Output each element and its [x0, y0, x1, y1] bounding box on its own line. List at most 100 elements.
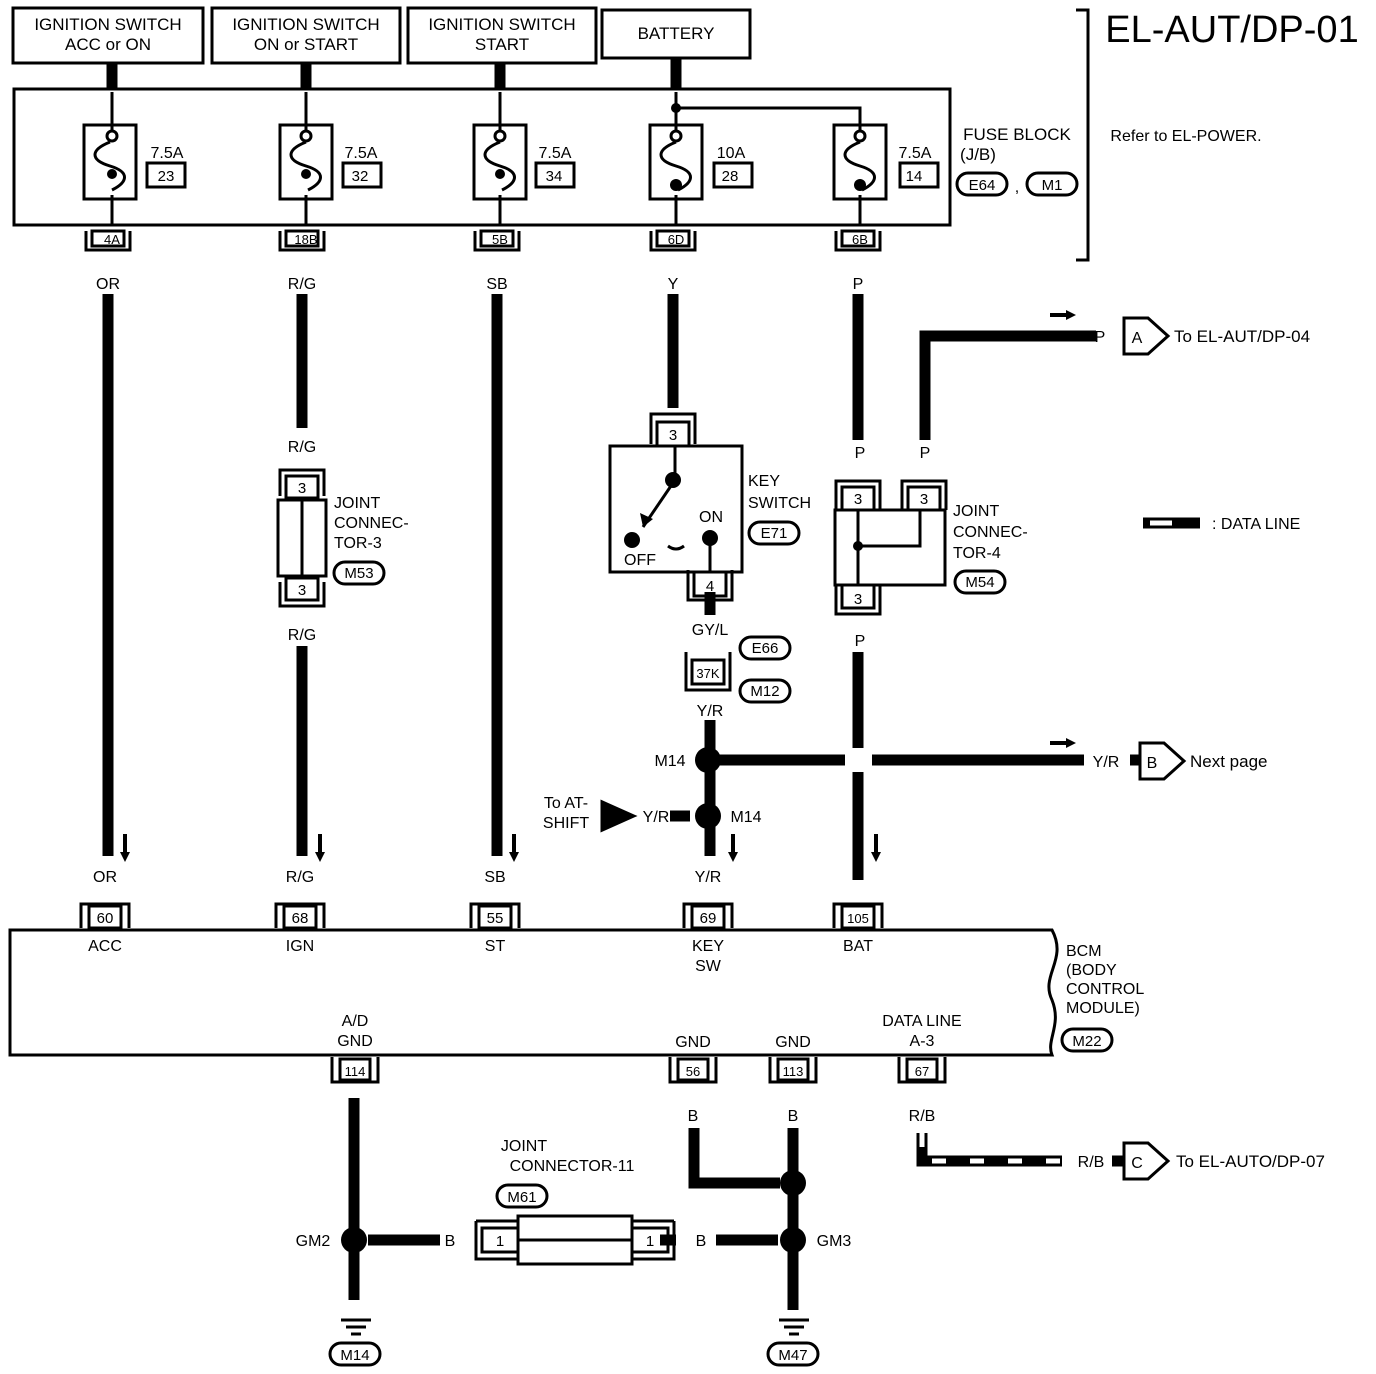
- fuse-squiggle: [483, 140, 516, 192]
- fuse-squiggle: [843, 140, 876, 192]
- terminal-number: 3: [298, 480, 306, 497]
- switch-position-label: OFF: [624, 552, 656, 569]
- terminal-number: 4: [706, 578, 714, 595]
- connector-name: JOINT: [334, 495, 380, 512]
- bcm-pin-number: 113: [783, 1064, 804, 1079]
- bcm-pin-number: 55: [487, 910, 504, 927]
- power-source-label: START: [475, 35, 529, 54]
- bcm-pin-label: ST: [485, 938, 506, 955]
- wire-color-label: P: [853, 276, 864, 293]
- ground-connector-label: M14: [340, 1347, 369, 1364]
- fuse-squiggle: [659, 140, 692, 192]
- splice-m14-upper: [695, 747, 721, 773]
- wire-color-label: Y: [668, 276, 679, 293]
- fuse-block-subtitle: (J/B): [960, 145, 996, 164]
- wire-color-label: SB: [486, 276, 507, 293]
- destination-label: Next page: [1190, 752, 1268, 771]
- fuse-terminal: 5B: [492, 232, 508, 247]
- fuse-number: 14: [906, 168, 923, 185]
- bcm-pin-number: 114: [345, 1064, 366, 1079]
- component-name: CONTROL: [1066, 981, 1144, 998]
- power-source-label: IGNITION SWITCH: [428, 15, 575, 34]
- fuse-terminal: 6B: [852, 232, 868, 247]
- connector-label: M12: [750, 683, 779, 700]
- fuse-element-34: [472, 123, 528, 201]
- fuse-number: 34: [546, 168, 563, 185]
- component-name: MODULE): [1066, 1000, 1140, 1017]
- splice-gm2: [341, 1227, 367, 1253]
- connector-label: M1: [1042, 177, 1063, 194]
- component-name: (BODY: [1066, 962, 1117, 979]
- reference-note: Refer to EL-POWER.: [1110, 128, 1261, 145]
- reference-letter: C: [1131, 1155, 1143, 1172]
- connector-name: TOR-3: [334, 535, 382, 552]
- bcm-pin-number: 67: [915, 1064, 929, 1079]
- terminal-boxes: [79, 229, 948, 1261]
- splice-m14-lower: [695, 803, 721, 829]
- wire-color-label: GY/L: [692, 622, 729, 639]
- legend-label: : DATA LINE: [1212, 516, 1300, 533]
- bcm-pin-label: DATA LINE: [882, 1013, 961, 1030]
- wire-color-label: R/G: [288, 276, 316, 293]
- connector-name: CONNEC-: [334, 515, 409, 532]
- component-name: BCM: [1066, 943, 1102, 960]
- bcm-pin-label: A-3: [910, 1033, 935, 1050]
- bcm-pin-label: GND: [337, 1033, 373, 1050]
- splice-label: M14: [654, 753, 685, 770]
- bcm-pin-label: KEY: [692, 938, 724, 955]
- fuse-amp-label: 7.5A: [345, 145, 378, 162]
- wire-color-label: Y/R: [695, 869, 722, 886]
- splice-label: M14: [730, 809, 761, 826]
- power-source-label: IGNITION SWITCH: [232, 15, 379, 34]
- fuse-block-title: FUSE BLOCK: [963, 125, 1071, 144]
- terminal-number: 3: [854, 591, 862, 608]
- component-name: SWITCH: [748, 495, 811, 512]
- power-source-label: ACC or ON: [65, 35, 151, 54]
- ref-c-arrow: [1122, 1141, 1171, 1181]
- destination-label: SHIFT: [543, 815, 589, 832]
- ref-a-arrow: [1122, 316, 1171, 356]
- fuse-number: 32: [352, 168, 369, 185]
- bcm-pin-number: 60: [97, 910, 114, 927]
- terminal-number: 3: [920, 491, 928, 508]
- fuse-amp-label: 10A: [717, 145, 746, 162]
- wire-color-label: P: [855, 633, 866, 650]
- bcm-pin-label: A/D: [342, 1013, 369, 1030]
- wire-color-label: R/B: [909, 1108, 936, 1125]
- wire-color-label: B: [788, 1290, 799, 1307]
- wire-color-label: P: [1095, 329, 1106, 346]
- ground-point-label: GM3: [817, 1233, 852, 1250]
- power-source-label: BATTERY: [638, 24, 715, 43]
- connector-label: M53: [344, 565, 373, 582]
- bcm-pin-number: 56: [686, 1064, 700, 1079]
- wire-color-label: P: [855, 445, 866, 462]
- bcm-pin-number: 68: [292, 910, 309, 927]
- fuse-terminal: 18B: [294, 232, 317, 247]
- power-source-label: ON or START: [254, 35, 358, 54]
- bcm-pin-label: GND: [675, 1034, 711, 1051]
- joint-connector-4-body: [833, 508, 947, 587]
- connector-label: E64: [969, 177, 996, 194]
- connector-label: E66: [752, 640, 779, 657]
- destination-label: To EL-AUTO/DP-07: [1176, 1152, 1325, 1171]
- connector-name: JOINT: [501, 1138, 547, 1155]
- connector-label: M54: [965, 574, 994, 591]
- terminal-number: 3: [854, 491, 862, 508]
- fuse-number: 23: [158, 168, 175, 185]
- connector-label: E71: [761, 525, 788, 542]
- fuse-block: [12, 87, 952, 227]
- wire-color-label: OR: [96, 276, 120, 293]
- wire-color-label: Y/R: [643, 809, 670, 826]
- fuse-number: 28: [722, 168, 739, 185]
- fuse-terminal: 4A: [104, 232, 120, 247]
- power-source-label: IGNITION SWITCH: [34, 15, 181, 34]
- bracket: [1076, 8, 1090, 262]
- connector-label: M61: [507, 1189, 536, 1206]
- ground-connector-label: M47: [778, 1347, 807, 1364]
- ground-point-label: GM2: [296, 1233, 331, 1250]
- connector-name: CONNECTOR-11: [510, 1158, 635, 1175]
- wire-color-label: R/G: [288, 627, 316, 644]
- wire-color-label: B: [696, 1233, 707, 1250]
